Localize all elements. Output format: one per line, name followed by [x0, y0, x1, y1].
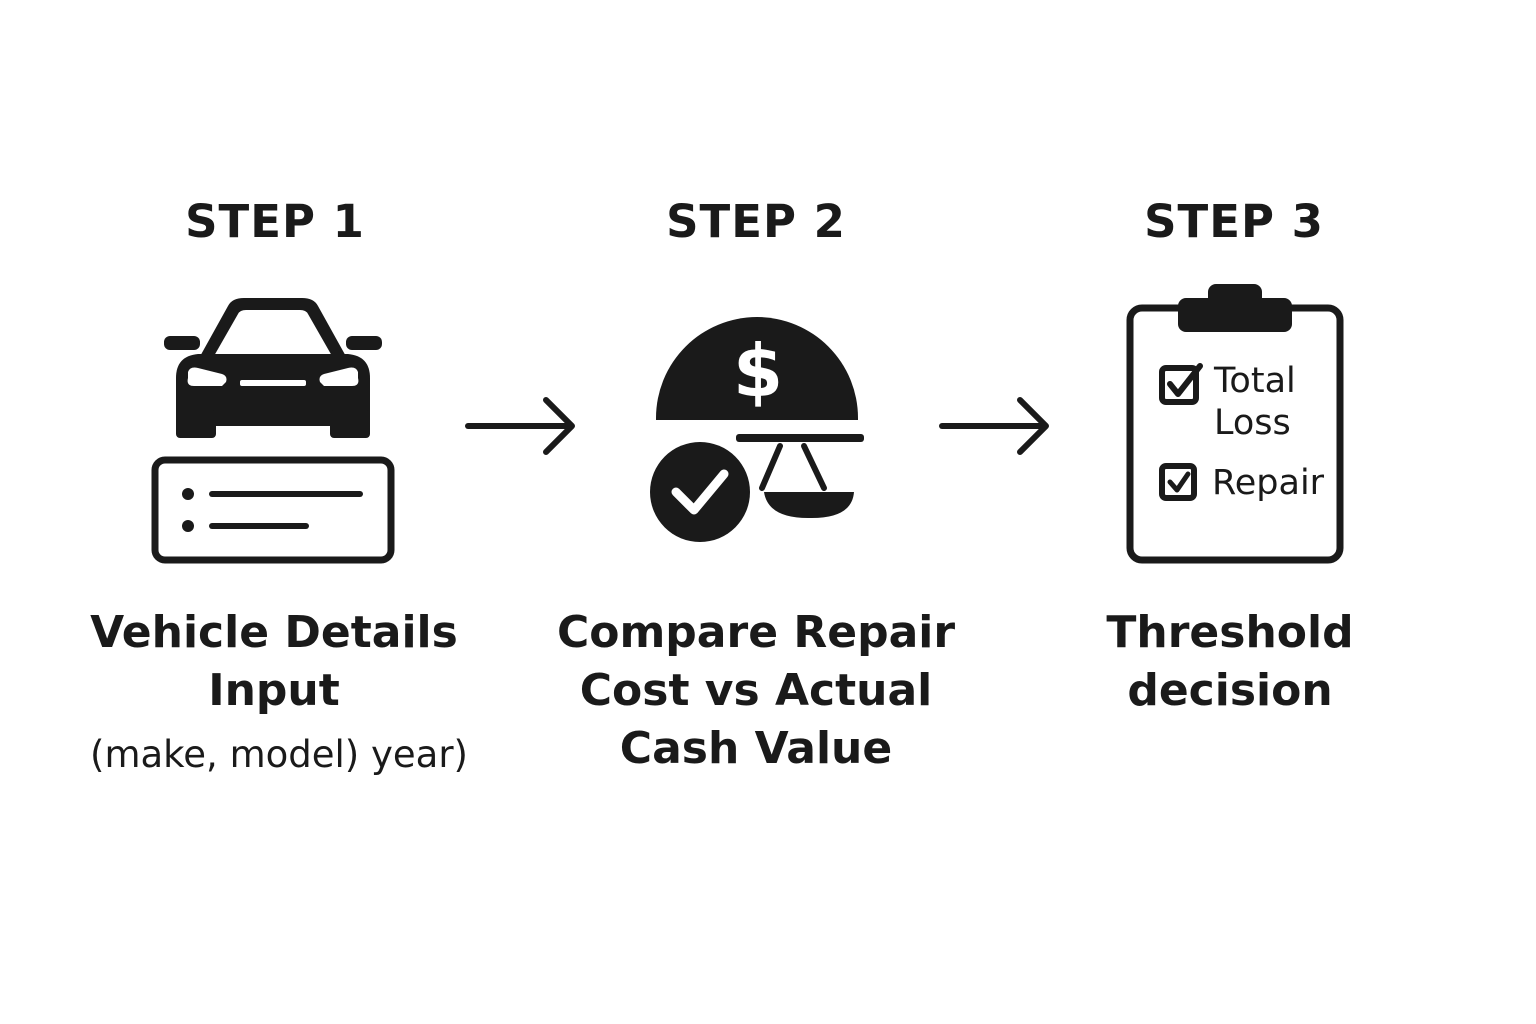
car-with-form-icon	[151, 298, 395, 564]
dollar-scale-check-icon: $	[646, 317, 864, 546]
step-1-title: Vehicle Details Input	[90, 607, 458, 716]
step-1-subtitle: (make, model) year)	[90, 733, 468, 776]
step-1-label: STEP 1	[185, 195, 365, 248]
svg-text:$: $	[733, 329, 783, 413]
clipboard-checklist-icon	[1126, 284, 1344, 564]
step-2-label: STEP 2	[666, 195, 846, 248]
arrow-right-icon	[939, 397, 1049, 455]
arrow-right-icon	[465, 397, 575, 455]
checklist-item-repair: Repair	[1212, 463, 1325, 503]
step-3-title: Threshold decision	[1106, 607, 1354, 716]
checklist-item-total-loss: Total Loss	[1214, 361, 1296, 443]
step-2-title: Compare Repair Cost vs Actual Cash Value	[556, 607, 956, 774]
step-3-label: STEP 3	[1144, 195, 1324, 248]
